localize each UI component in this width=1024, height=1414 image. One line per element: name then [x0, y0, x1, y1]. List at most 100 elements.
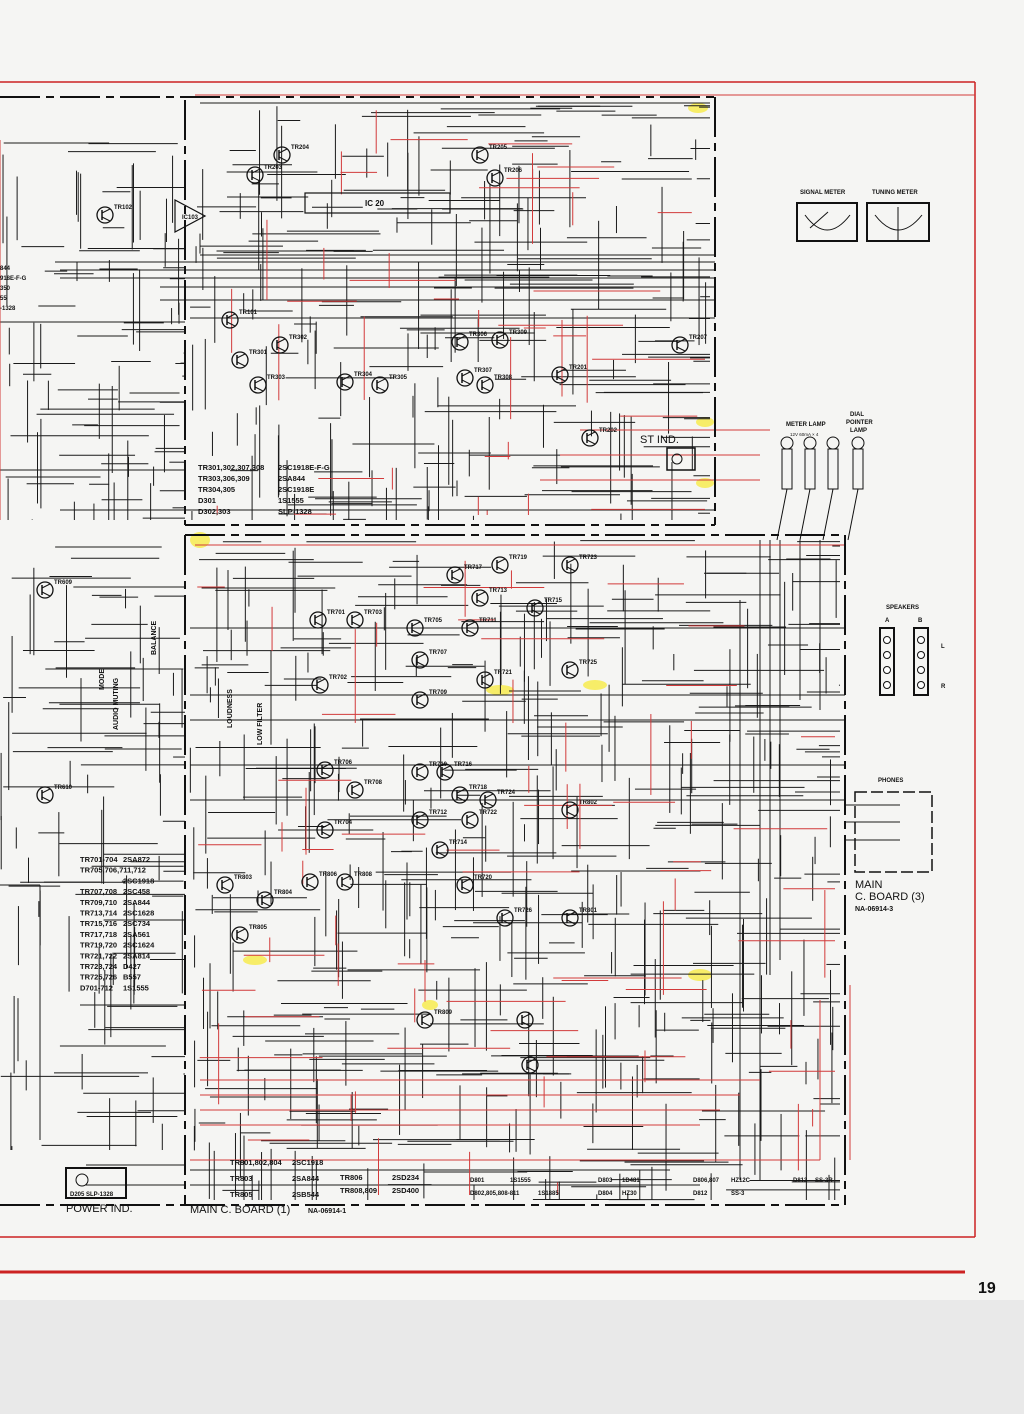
- transistor: TR809: [416, 1010, 453, 1029]
- tuning-meter: TUNING METER: [866, 190, 930, 242]
- svg-text:-1328: -1328: [0, 306, 16, 312]
- transistor: TR713: [471, 588, 508, 607]
- svg-text:2SC1918E: 2SC1918E: [278, 485, 314, 494]
- transistor: TR801: [561, 908, 598, 927]
- transistor: TR718: [451, 785, 488, 804]
- svg-text:1S1555: 1S1555: [510, 1178, 531, 1184]
- transistor-label: TR205: [489, 145, 508, 151]
- transistor-label: TR716: [454, 762, 473, 768]
- svg-text:1S1885: 1S1885: [538, 1191, 559, 1197]
- transistor-label: TR717: [464, 565, 483, 571]
- transistor: TR723: [561, 555, 598, 574]
- highlight-marks: [190, 103, 714, 1010]
- transistor: [521, 1056, 539, 1074]
- parts-row: TR705,706,711,712: [80, 866, 146, 875]
- transistor-label: TR204: [291, 145, 310, 151]
- svg-text:AUDIO MUTING: AUDIO MUTING: [113, 677, 120, 730]
- transistor: TR726: [496, 908, 533, 927]
- transistor-label: TR722: [479, 810, 498, 816]
- transistor-label: TR709: [429, 690, 448, 696]
- transistor-label: TR712: [429, 810, 448, 816]
- svg-text:MAIN C. BOARD (1): MAIN C. BOARD (1): [190, 1204, 290, 1216]
- page-number: 19: [978, 1280, 996, 1297]
- svg-text:2SC1918: 2SC1918: [123, 876, 154, 885]
- svg-text:POINTER: POINTER: [846, 420, 873, 426]
- transistor-label: TR706: [334, 760, 353, 766]
- transistor-label: TR303: [267, 375, 286, 381]
- ic20: IC 20: [304, 192, 451, 214]
- wiring-red: [0, 94, 975, 1195]
- svg-text:BALANCE: BALANCE: [151, 620, 158, 655]
- transistor: TR808: [336, 872, 373, 891]
- svg-text:TR806: TR806: [340, 1173, 363, 1182]
- svg-text:LOUDNESS: LOUDNESS: [227, 689, 234, 728]
- svg-text:D812: D812: [693, 1191, 708, 1197]
- transistor: TR804: [256, 890, 293, 909]
- wiring-black: [0, 102, 900, 1201]
- transistor: TR711: [461, 618, 497, 637]
- svg-text:ST IND.: ST IND.: [640, 434, 679, 446]
- signal-meter: SIGNAL METER: [796, 190, 858, 242]
- transistor-label: TR806: [319, 872, 338, 878]
- transistor: TR302: [271, 335, 308, 354]
- transistor-label: TR809: [434, 1010, 453, 1016]
- svg-text:PHONES: PHONES: [878, 778, 903, 784]
- transistor-label: TR307: [474, 368, 493, 374]
- svg-text:SS-3R: SS-3R: [815, 1178, 833, 1184]
- svg-text:D427: D427: [123, 962, 141, 971]
- svg-text:TR717,718: TR717,718: [80, 930, 117, 939]
- transistor-label: TR705: [424, 618, 443, 624]
- transistor: TR610: [36, 785, 73, 804]
- transistor-label: TR720: [474, 875, 493, 881]
- transistor-label: TR207: [689, 335, 708, 341]
- transistor: TR709: [411, 690, 448, 709]
- svg-text:2SC458: 2SC458: [123, 887, 150, 896]
- transistor: TR712: [411, 810, 448, 829]
- svg-text:55: 55: [0, 296, 7, 302]
- board1-label: MAIN C. BOARD (1) NA-06914-1: [190, 1204, 346, 1216]
- svg-text:HZ12C: HZ12C: [731, 1178, 751, 1184]
- svg-text:2SA844: 2SA844: [278, 474, 306, 483]
- svg-text:12V 60mA × 4: 12V 60mA × 4: [790, 432, 819, 437]
- svg-text:LOW FILTER: LOW FILTER: [257, 703, 264, 745]
- transistor-label: TR306: [469, 332, 488, 338]
- svg-text:2SA844: 2SA844: [292, 1174, 320, 1183]
- red-frame: [0, 81, 976, 1274]
- svg-text:D801: D801: [470, 1178, 485, 1184]
- transistor: TR706: [316, 760, 353, 779]
- transistor: TR803: [216, 875, 253, 894]
- transistor: TR304: [336, 372, 373, 391]
- transistor: TR802: [561, 800, 598, 819]
- svg-text:918E-F-G: 918E-F-G: [0, 276, 27, 282]
- transistor: TR701: [309, 610, 346, 629]
- transistor-label: TR703: [364, 610, 383, 616]
- transistor: TR704: [316, 820, 353, 839]
- phones-jack: PHONES MAIN C. BOARD (3) NA-06914-3: [854, 778, 933, 913]
- svg-text:2SC1918E-F-G: 2SC1918E-F-G: [278, 463, 330, 472]
- svg-text:B: B: [918, 618, 923, 624]
- transistor-label: TR725: [579, 660, 598, 666]
- transistor-label: TR724: [497, 790, 516, 796]
- transistor-label: TR708: [364, 780, 383, 786]
- transistor: TR204: [273, 145, 310, 164]
- board-outlines: [0, 96, 846, 1206]
- svg-text:HZ30: HZ30: [622, 1191, 637, 1197]
- transistor: TR202: [581, 428, 618, 447]
- transistor: TR710: [411, 762, 448, 781]
- svg-text:TR715,716: TR715,716: [80, 919, 117, 928]
- svg-text:350: 350: [0, 286, 11, 292]
- svg-text:TR719,720: TR719,720: [80, 941, 117, 950]
- svg-text:TR713,714: TR713,714: [80, 909, 118, 918]
- svg-text:DIAL: DIAL: [850, 412, 864, 418]
- transistor: TR720: [456, 875, 493, 894]
